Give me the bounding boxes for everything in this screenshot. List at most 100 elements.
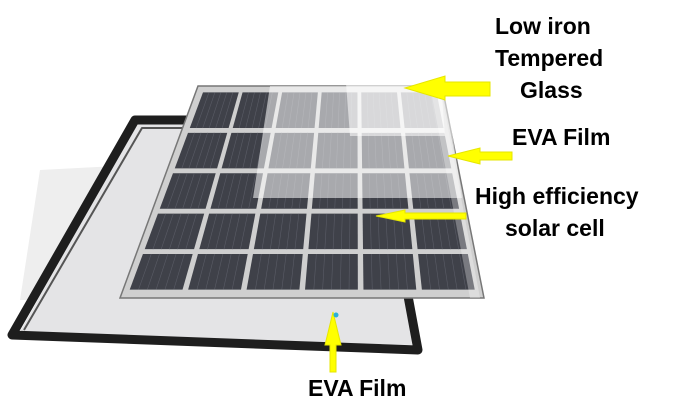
cell-finger-line	[207, 213, 218, 250]
cell-finger-line	[258, 92, 267, 129]
cell-finger-line	[152, 213, 166, 250]
cell-finger-line	[231, 253, 240, 290]
cell-finger-line	[261, 213, 269, 250]
cell-finger-line	[370, 213, 372, 250]
cell-finger-line	[240, 213, 248, 250]
arrow-cell	[375, 209, 467, 223]
cell-finger-line	[195, 92, 210, 129]
cell-finger-line	[442, 253, 449, 290]
cell-finger-line	[160, 213, 174, 250]
cell-finger-line	[270, 213, 276, 250]
cell-finger-line	[404, 253, 408, 290]
cell-finger-line	[221, 92, 234, 129]
cell-finger-line	[181, 132, 195, 169]
cell-finger-line	[387, 254, 391, 290]
cell-finger-line	[281, 253, 287, 290]
cell-finger-line	[324, 213, 328, 250]
cell-finger-line	[421, 213, 427, 250]
solar-cell	[253, 213, 307, 250]
cell-finger-line	[251, 92, 261, 129]
cell-finger-line	[155, 253, 169, 290]
arrow-eva-bottom	[324, 311, 342, 373]
cell-finger-line	[185, 213, 197, 250]
cell-finger-line	[164, 253, 177, 290]
label-glass: Glass	[520, 77, 583, 103]
cell-finger-line	[395, 254, 399, 290]
cell-finger-line	[188, 132, 202, 169]
cell-finger-line	[196, 253, 207, 290]
cell-finger-line	[434, 253, 440, 290]
arrows	[324, 75, 513, 373]
solar-cell	[189, 92, 239, 128]
cell-finger-line	[235, 132, 245, 169]
solar-cell	[144, 213, 205, 250]
cell-finger-line	[182, 173, 195, 209]
cell-finger-line	[339, 254, 342, 290]
cell-finger-line	[341, 213, 343, 250]
cell-finger-line	[174, 173, 188, 209]
cell-finger-line	[240, 173, 250, 209]
cell-finger-line	[228, 132, 239, 169]
cell-finger-line	[202, 92, 216, 129]
cell-finger-line	[249, 132, 258, 169]
cell-finger-line	[202, 132, 215, 169]
solar-cell	[188, 254, 248, 290]
solar-cell	[174, 132, 228, 169]
cell-finger-line	[450, 253, 458, 290]
cell-finger-line	[242, 132, 252, 169]
cell-finger-line	[215, 213, 225, 250]
solar-cell	[246, 254, 303, 290]
solar-cell	[363, 254, 417, 290]
cell-finger-line	[331, 254, 334, 290]
cell-finger-line	[173, 253, 185, 290]
cell-finger-line	[444, 213, 451, 250]
arrow-glass	[403, 75, 491, 101]
cell-finger-line	[278, 213, 284, 250]
label-tempered: Tempered	[495, 45, 604, 71]
solar-cell	[210, 173, 264, 209]
cell-finger-line	[190, 173, 202, 209]
cell-finger-line	[452, 213, 459, 250]
solar-cell	[362, 213, 413, 250]
cell-finger-line	[205, 253, 215, 290]
cell-finger-line	[313, 254, 317, 290]
cell-finger-line	[223, 253, 232, 290]
cell-finger-line	[316, 213, 320, 250]
cell-finger-line	[377, 213, 380, 250]
cell-finger-line	[214, 253, 224, 290]
cell-finger-line	[177, 213, 190, 250]
cell-finger-line	[225, 173, 235, 209]
cell-finger-line	[147, 253, 160, 290]
cell-finger-line	[428, 213, 435, 250]
cell-finger-line	[169, 213, 182, 250]
label-high-efficiency: High efficiency	[475, 183, 639, 209]
tempered-glass-layer	[345, 70, 445, 136]
label-eva-film-top: EVA Film	[512, 124, 611, 150]
cell-finger-line	[385, 213, 388, 250]
cell-finger-line	[195, 132, 208, 169]
cell-finger-line	[223, 213, 233, 250]
cell-finger-line	[238, 92, 249, 129]
cell-finger-line	[436, 213, 443, 250]
cell-finger-line	[245, 92, 255, 129]
solar-cell	[199, 213, 256, 250]
cell-finger-line	[322, 254, 325, 290]
cell-finger-line	[272, 253, 279, 290]
cell-finger-line	[286, 213, 292, 250]
cell-finger-line	[255, 253, 262, 290]
cell-finger-line	[290, 253, 295, 290]
label-eva-film-bottom: EVA Film	[308, 375, 407, 401]
label-low-iron: Low iron	[495, 13, 591, 39]
cell-finger-line	[209, 132, 221, 169]
cell-finger-line	[217, 173, 228, 209]
cell-finger-line	[332, 213, 335, 250]
solar-cell	[159, 173, 216, 209]
cell-finger-line	[215, 92, 228, 129]
cell-finger-line	[233, 173, 242, 209]
marker-dot	[333, 312, 339, 318]
cell-finger-line	[248, 173, 257, 209]
glass-edge	[430, 86, 480, 298]
cell-finger-line	[459, 253, 467, 290]
